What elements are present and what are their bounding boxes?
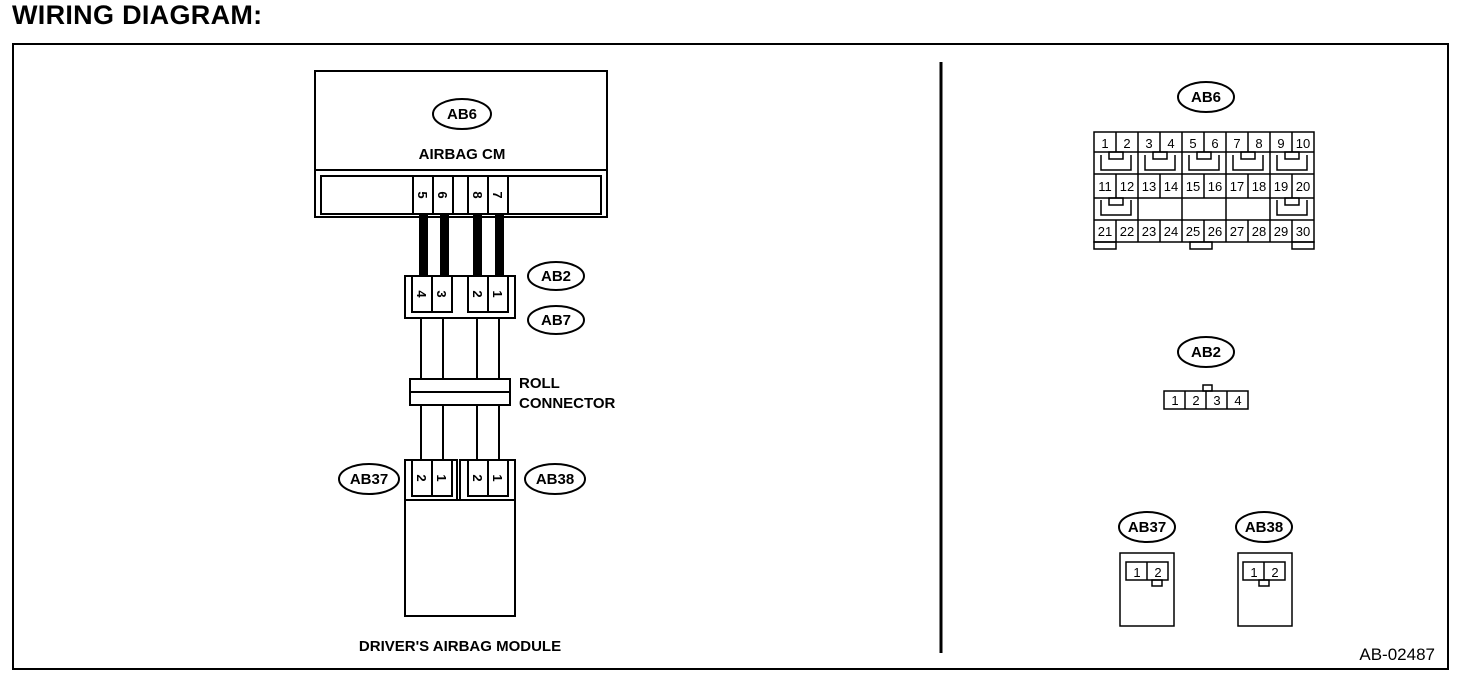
- airbag-cm-box: [314, 70, 608, 218]
- ab6-pin: 7: [1233, 136, 1240, 151]
- ab6-pin: 1: [1101, 136, 1108, 151]
- driver-airbag-module-box: [404, 499, 516, 617]
- ab6-connector-view: AB6: [1093, 81, 1315, 250]
- ab6-oval: [432, 98, 492, 130]
- ab37-connector-view: AB37 1 2: [1118, 511, 1176, 627]
- ab37-label: AB37: [350, 471, 388, 488]
- ab37-view-pin: 1: [1133, 565, 1140, 580]
- ab37-view-pin: 2: [1154, 565, 1161, 580]
- ab2-pin-4: 4: [414, 290, 429, 298]
- ab6-pin: 14: [1164, 179, 1178, 194]
- ab2-connector-view: AB2 1 2 3 4: [1163, 336, 1249, 410]
- ab2-view-label: AB2: [1191, 344, 1221, 361]
- ab6-pin: 16: [1208, 179, 1222, 194]
- ab2-view-pin: 4: [1234, 393, 1241, 408]
- ab6-pin: 11: [1098, 179, 1112, 194]
- ab6-pin: 15: [1186, 179, 1200, 194]
- ab6-pin: 19: [1274, 179, 1288, 194]
- page-heading: WIRING DIAGRAM:: [12, 0, 263, 30]
- ab37-pin-2: 2: [414, 474, 429, 481]
- ab38-label: AB38: [536, 471, 574, 488]
- driver-airbag-module-label: DRIVER'S AIRBAG MODULE: [359, 638, 561, 655]
- ab6-pin: 28: [1252, 224, 1266, 239]
- ab2-pin-2: 2: [470, 290, 485, 297]
- ab38-pin-1: 1: [490, 474, 505, 481]
- cm-pin-5: 5: [415, 191, 430, 198]
- ab6-connector-label: AB6: [447, 106, 477, 123]
- ab6-pin: 24: [1164, 224, 1178, 239]
- ab6-pin: 17: [1230, 179, 1244, 194]
- ab6-pin: 22: [1120, 224, 1134, 239]
- roll-connector-line2: CONNECTOR: [519, 395, 616, 412]
- ab37-view-label: AB37: [1128, 519, 1166, 536]
- ab37-pin-1: 1: [434, 474, 449, 481]
- ab6-pin: 18: [1252, 179, 1266, 194]
- driver-airbag-module: 2 1 2 1 AB37 AB38 DRIVER'S AIRBAG MODULE: [338, 459, 586, 655]
- ab38-view-pin: 2: [1271, 565, 1278, 580]
- ab6-pin: 26: [1208, 224, 1222, 239]
- ab2-view-pin: 1: [1171, 393, 1178, 408]
- airbag-cm-connector: [320, 175, 602, 215]
- ab2-label: AB2: [541, 268, 571, 285]
- roll-connector-line1: ROLL: [519, 375, 560, 392]
- roll-connector: ROLL CONNECTOR: [409, 375, 616, 412]
- airbag-cm: AB6 AIRBAG CM 5 6 8 7: [314, 70, 608, 218]
- ab2-pin-3: 3: [434, 290, 449, 297]
- ab38-connector-view: AB38 1 2: [1235, 511, 1293, 627]
- ab6-pin: 6: [1211, 136, 1218, 151]
- ab2-ab7-connector: 4 3 2 1 AB2 AB7: [404, 261, 585, 335]
- ab2-view-pin: 2: [1192, 393, 1199, 408]
- wires-ab7-to-module: [420, 318, 500, 460]
- ab6-pin: 29: [1274, 224, 1288, 239]
- cm-pin-7: 7: [490, 191, 505, 198]
- airbag-cm-label: AIRBAG CM: [419, 146, 506, 163]
- ab6-pin: 3: [1145, 136, 1152, 151]
- ab6-pin: 10: [1296, 136, 1310, 151]
- ab38-pin-2: 2: [470, 474, 485, 481]
- diagram-code: AB-02487: [1359, 645, 1435, 664]
- ab6-pin: 13: [1142, 179, 1156, 194]
- ab6-pin: 27: [1230, 224, 1244, 239]
- ab6-pin: 9: [1277, 136, 1284, 151]
- ab6-view-label: AB6: [1191, 89, 1221, 106]
- cm-pin-6: 6: [435, 191, 450, 198]
- cm-pin-8: 8: [470, 191, 485, 198]
- wires-cm-to-ab2: [419, 214, 504, 276]
- ab38-view-label: AB38: [1245, 519, 1283, 536]
- ab6-pin: 12: [1120, 179, 1134, 194]
- ab6-pin: 23: [1142, 224, 1156, 239]
- diagram-frame: [12, 43, 1449, 670]
- ab6-pin: 4: [1167, 136, 1174, 151]
- ab2-view-pin: 3: [1213, 393, 1220, 408]
- ab6-pin: 5: [1189, 136, 1196, 151]
- ab6-pin: 8: [1255, 136, 1262, 151]
- ab6-pin: 25: [1186, 224, 1200, 239]
- ab38-view-pin: 1: [1250, 565, 1257, 580]
- ab6-pin: 20: [1296, 179, 1310, 194]
- ab2-pin-1: 1: [490, 290, 505, 297]
- ab6-pin: 30: [1296, 224, 1310, 239]
- ab6-pin: 2: [1123, 136, 1130, 151]
- ab7-label: AB7: [541, 312, 571, 329]
- ab6-pin: 21: [1098, 224, 1112, 239]
